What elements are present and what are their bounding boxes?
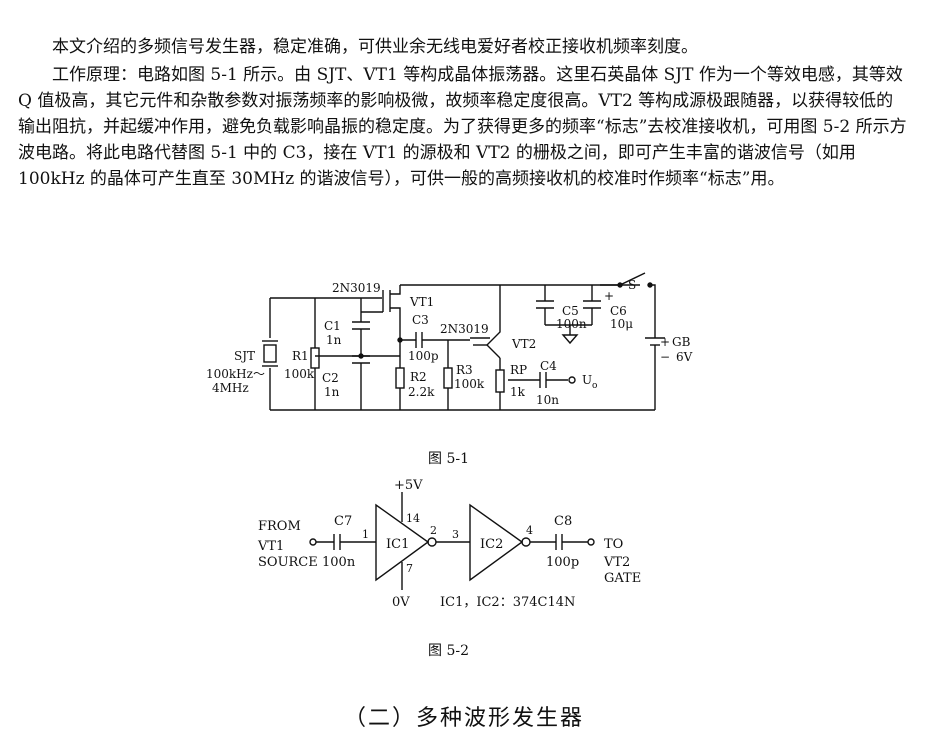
figure-5-2-schematic: FROM VT1 SOURCE C7 100n IC1 IC2 C8 100p … [257, 478, 641, 610]
vt2-type-label: 2N3019 [440, 322, 489, 336]
pin-3: 3 [452, 528, 459, 541]
sjt-label: SJT [234, 349, 255, 363]
r3-symbol [443, 367, 453, 389]
ic2-label: IC2 [480, 537, 503, 552]
output-label: U [582, 373, 592, 387]
c7-label: C7 [334, 514, 352, 529]
vt1-label: VT1 [409, 295, 434, 309]
vt2-transistor-symbol [448, 285, 501, 359]
output-terminal [568, 376, 576, 384]
r2-symbol [395, 367, 405, 389]
to-label: TO [604, 537, 623, 552]
principle-paragraph: 工作原理：电路如图 5-1 所示。由 SJT、VT1 等构成晶体振荡器。这里石英… [18, 65, 907, 189]
c2-label: C2 [322, 371, 339, 385]
r1-value: 100k [284, 367, 315, 381]
pin-1: 1 [362, 528, 369, 541]
sjt-frequency-1: 100kHz～ [206, 367, 265, 381]
c1-value: 1n [326, 333, 342, 347]
c5-label: C5 [562, 304, 579, 318]
figure-5-1-caption: 图 5-1 [428, 451, 469, 467]
ic1-symbol [375, 503, 430, 582]
intro-paragraph: 本文介绍的多频信号发生器，稳定准确，可供业余无线电爱好者校正接收机频率刻度。 [52, 37, 698, 57]
sjt-frequency-2: 4MHz [212, 381, 249, 395]
ic2-symbol [469, 503, 524, 582]
c6-label: C6 [610, 304, 627, 318]
rp-symbol [495, 369, 505, 393]
input-terminal [309, 538, 317, 546]
c1-label: C1 [324, 319, 341, 333]
battery-plus: + [660, 335, 670, 349]
vt1-transistor-symbol [361, 285, 401, 325]
r3-label: R3 [456, 363, 473, 377]
c8-value: 100p [546, 555, 579, 570]
c6-value: 10μ [610, 317, 633, 331]
c7-value: 100n [322, 555, 356, 570]
from-vt1-label: VT1 [257, 539, 284, 554]
c3-value: 100p [408, 349, 439, 363]
rp-value: 1k [510, 385, 526, 399]
to-vt2-label: VT2 [603, 555, 630, 570]
battery-minus: − [660, 350, 670, 364]
section-heading: （二）多种波形发生器 [343, 706, 584, 731]
figure-5-1-schematic: 2N3019 VT1 2N3019 VT2 C1 1n C2 1n C3 100… [206, 272, 693, 411]
output-subscript: o [592, 381, 597, 391]
vt1-type-label: 2N3019 [332, 281, 381, 295]
c6-plus: + [604, 289, 614, 303]
c5-value: 100n [556, 317, 587, 331]
crystal-sjt-symbol [262, 340, 278, 367]
c8-label: C8 [554, 514, 572, 529]
to-gate-label: GATE [604, 571, 641, 586]
c4-value: 10n [536, 393, 559, 407]
vt2-label: VT2 [511, 337, 536, 351]
r3-value: 100k [454, 377, 485, 391]
c3-label: C3 [412, 313, 429, 327]
pin-4: 4 [526, 524, 533, 537]
c4-label: C4 [540, 359, 557, 373]
output-to-vt2-terminal [587, 538, 595, 546]
vcc-label: +5V [394, 478, 423, 493]
switch-label: S [628, 278, 636, 292]
ic1-label: IC1 [386, 537, 409, 552]
r2-label: R2 [410, 370, 427, 384]
pin-14: 14 [406, 512, 420, 525]
r1-symbol [310, 347, 320, 369]
r1-label: R1 [292, 349, 309, 363]
figure-5-2-caption: 图 5-2 [428, 643, 469, 659]
rp-label: RP [510, 363, 527, 377]
from-label: FROM [258, 519, 301, 534]
pin-2: 2 [430, 524, 437, 537]
r2-value: 2.2k [408, 385, 435, 399]
gnd-label: 0V [392, 595, 410, 610]
pin-7: 7 [406, 562, 413, 575]
top-rail [270, 284, 640, 299]
c2-value: 1n [324, 385, 340, 399]
ic-part-note: IC1，IC2：374C14N [440, 595, 575, 610]
battery-label: GB [672, 335, 691, 349]
battery-value: 6V [676, 350, 693, 364]
from-source-label: SOURCE [258, 555, 318, 570]
